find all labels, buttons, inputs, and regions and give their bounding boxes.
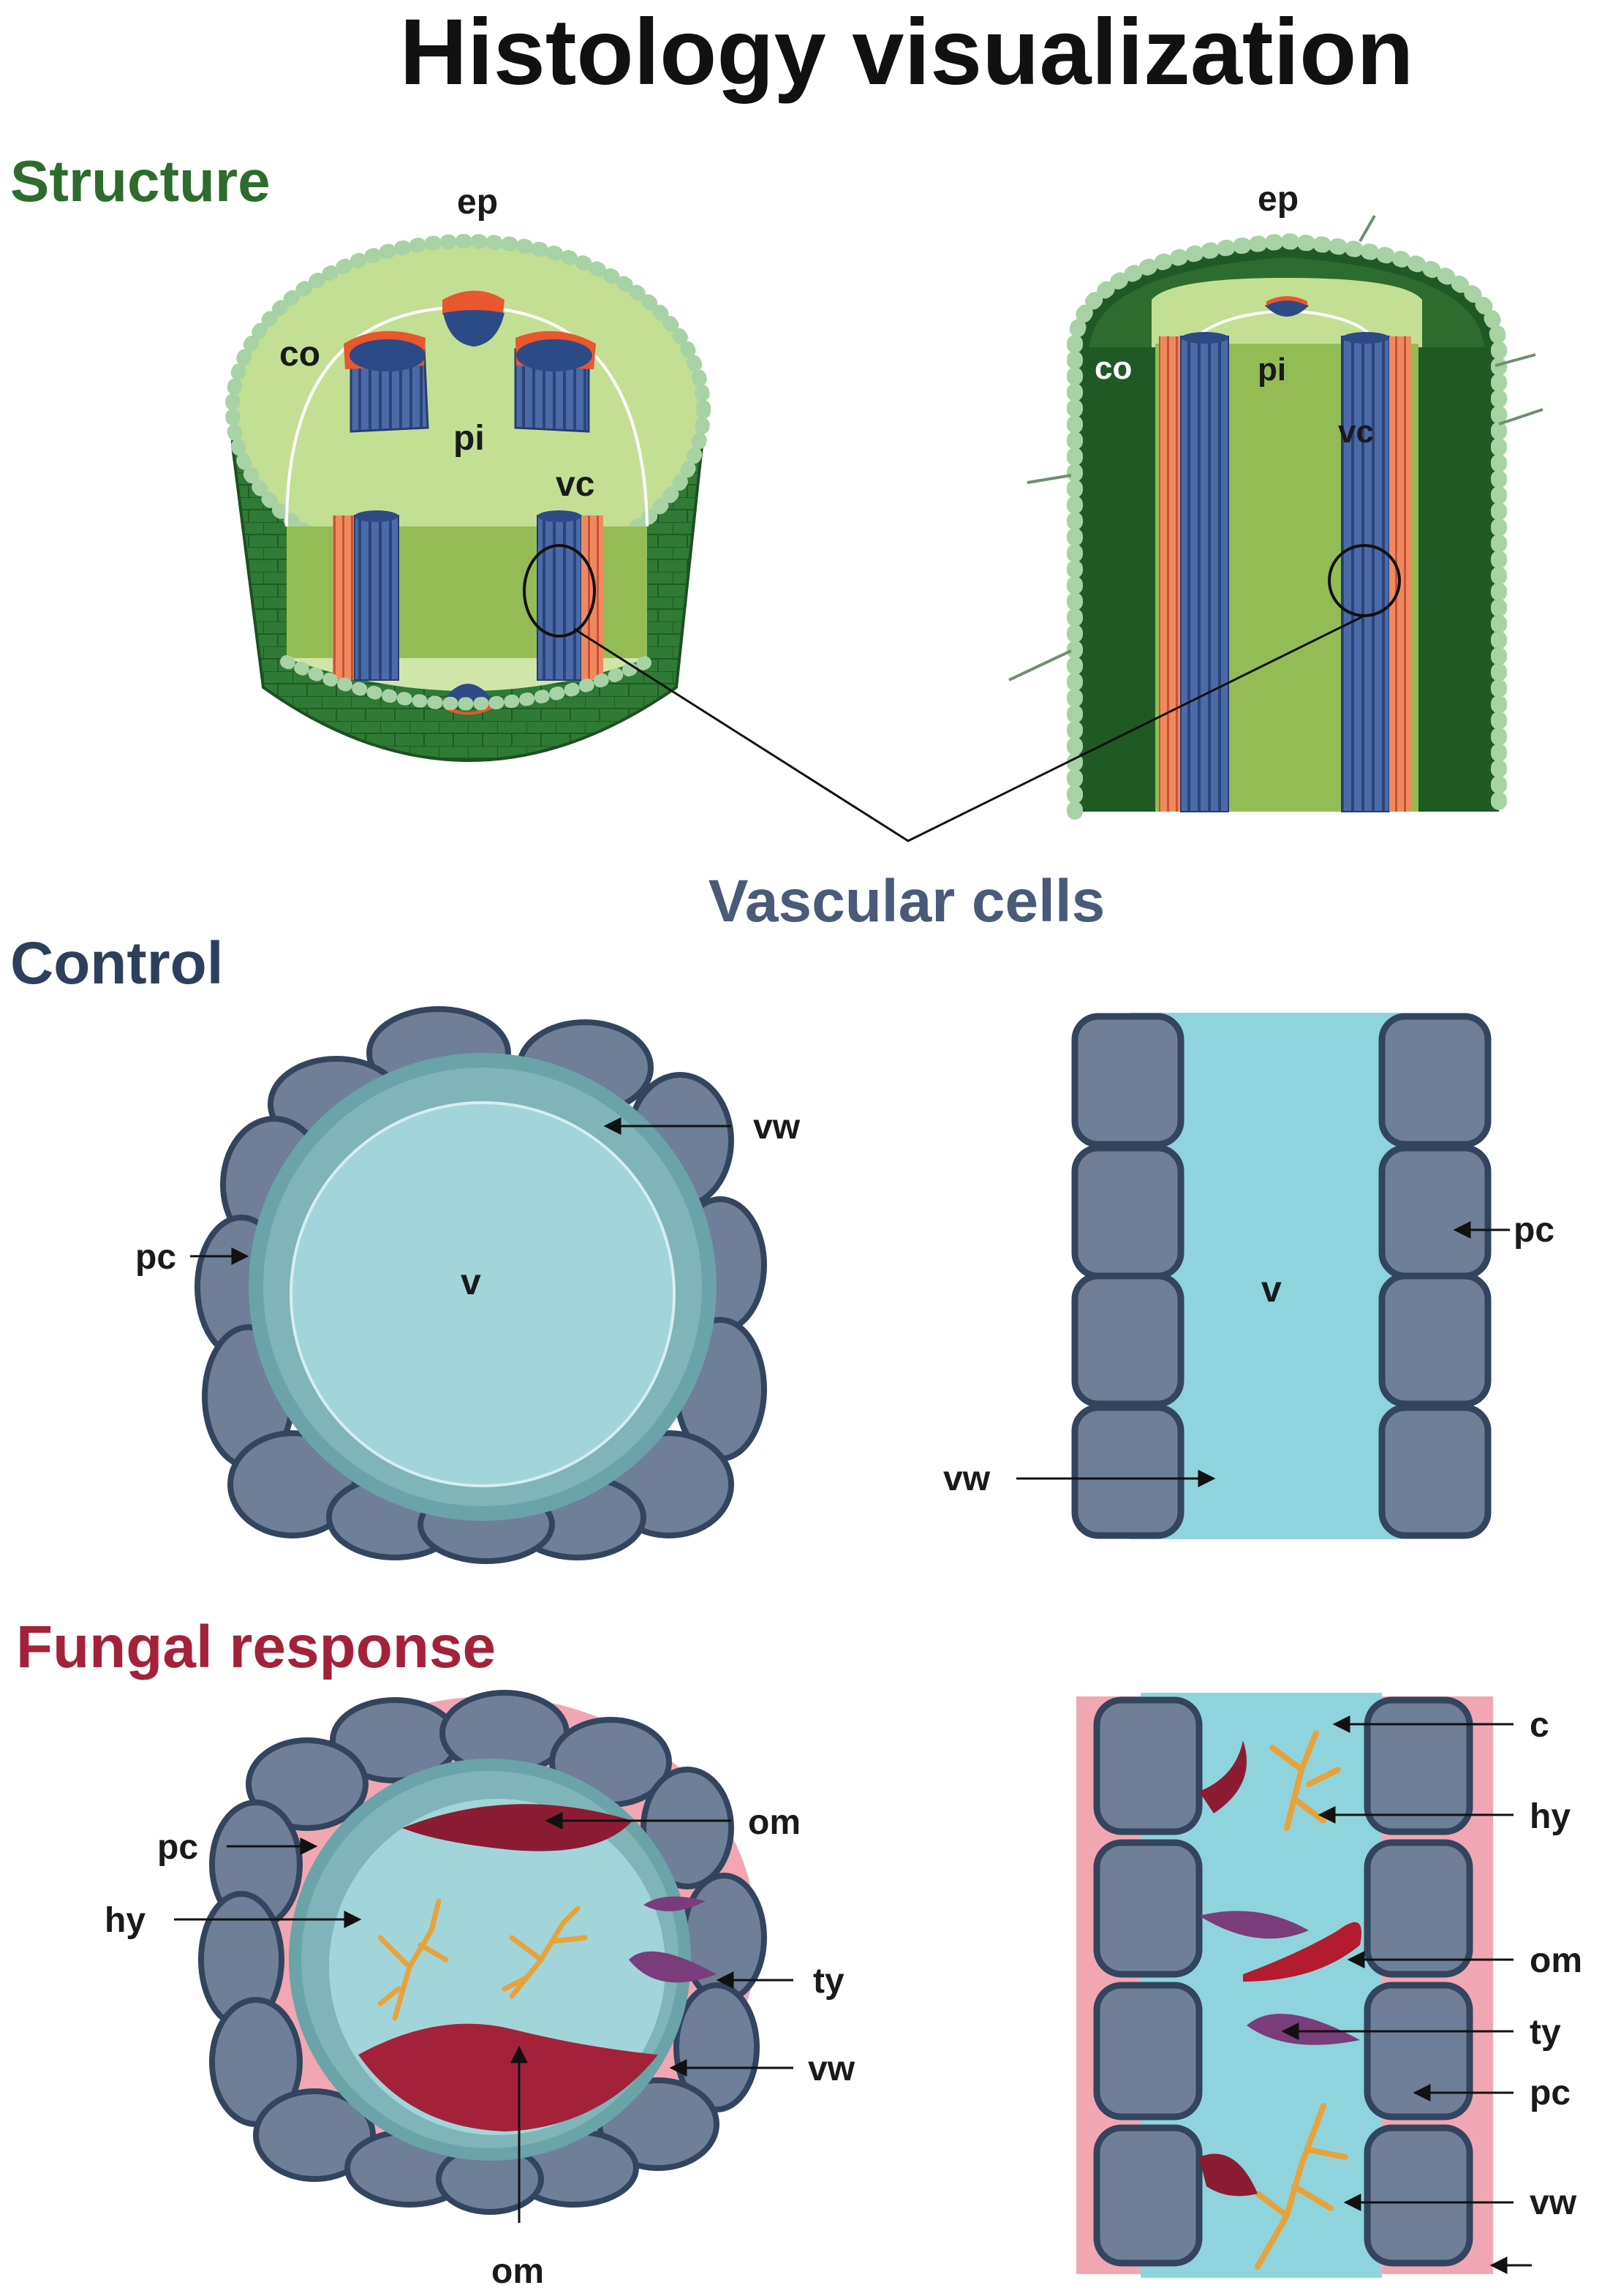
fungal-vessel-longitudinal bbox=[1076, 1693, 1493, 2278]
label-ty: ty bbox=[1530, 2013, 1561, 2052]
label-c: c bbox=[1530, 1706, 1549, 1745]
vascular-bundle bbox=[442, 290, 505, 347]
label-om: om bbox=[491, 2252, 544, 2291]
page-title: Histology visualization bbox=[400, 0, 1414, 105]
vascular-bundle bbox=[344, 331, 429, 433]
label-vc: vc bbox=[1338, 414, 1374, 450]
label-vw: vw bbox=[808, 2050, 855, 2088]
label-hy: hy bbox=[1530, 1797, 1571, 1836]
fungal-vessel-cross-section bbox=[198, 1690, 767, 2215]
heading-control: Control bbox=[10, 930, 223, 997]
label-ep: ep bbox=[1258, 180, 1299, 219]
label-pi: pi bbox=[1258, 352, 1286, 388]
label-pc: pc bbox=[135, 1238, 176, 1277]
label-co: co bbox=[1095, 350, 1132, 386]
label-ty: ty bbox=[813, 1962, 845, 2001]
label-ep: ep bbox=[457, 183, 498, 222]
label-vw: vw bbox=[943, 1459, 991, 1498]
label-om: om bbox=[748, 1803, 801, 1842]
heading-fungal-response: Fungal response bbox=[16, 1614, 496, 1680]
label-pc: pc bbox=[1530, 2074, 1571, 2112]
label-v: v bbox=[461, 1261, 481, 1302]
label-pi: pi bbox=[453, 419, 485, 458]
zoom-connector bbox=[573, 614, 1365, 842]
label-vc: vc bbox=[556, 465, 594, 504]
label-vw: vw bbox=[753, 1108, 801, 1147]
control-vessel-cross-section bbox=[194, 1006, 767, 1564]
heading-vascular-cells: Vascular cells bbox=[709, 868, 1106, 934]
stem-cross-section-3d bbox=[225, 234, 711, 762]
label-pc: pc bbox=[1514, 1211, 1554, 1250]
label-om: om bbox=[1530, 1941, 1582, 1980]
heading-structure: Structure bbox=[10, 148, 271, 214]
vascular-bundle bbox=[514, 331, 596, 433]
label-hy: hy bbox=[105, 1901, 146, 1940]
label-pc: pc bbox=[157, 1828, 198, 1867]
zoom-circle bbox=[523, 544, 596, 638]
stem-longitudinal-section bbox=[1008, 215, 1544, 820]
label-co: co bbox=[279, 335, 320, 374]
label-v: v bbox=[1261, 1269, 1282, 1310]
control-vessel-longitudinal bbox=[1071, 1013, 1492, 1539]
label-vw: vw bbox=[1530, 2183, 1577, 2222]
